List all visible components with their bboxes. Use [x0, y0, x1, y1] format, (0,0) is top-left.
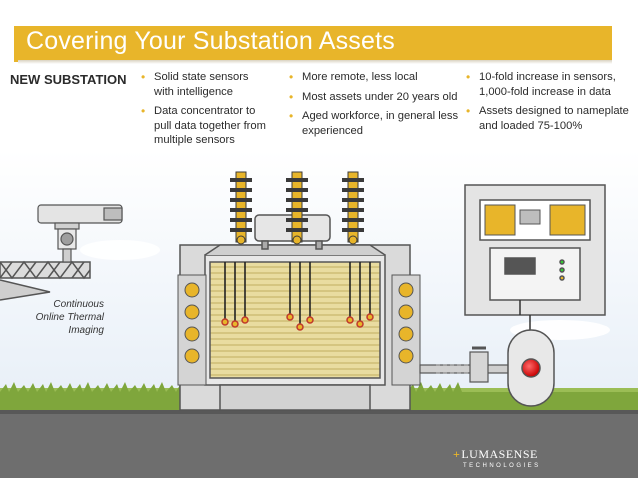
radiator-left [177, 274, 207, 386]
logo-tagline: TECHNOLOGIES [463, 463, 541, 469]
caption-line: Online Thermal [35, 312, 104, 323]
road-edge [0, 410, 638, 414]
transformer [179, 214, 411, 411]
control-cabinet [464, 184, 606, 316]
company-logo: +LUMASENSE TECHNOLOGIES [453, 447, 541, 469]
thermal-camera [37, 204, 123, 263]
sensor-probes [221, 313, 374, 331]
logo-name: LUMASENSE [461, 447, 538, 461]
bullet-item: Data concentrator to pull data together … [141, 104, 271, 148]
bullet-item: Aged workforce, in general less experien… [289, 109, 464, 138]
title-banner-shadow [18, 60, 612, 64]
bushing-3 [342, 171, 364, 245]
title-banner [14, 26, 612, 62]
camera-gantry [0, 260, 91, 301]
bullet-column-3: 10-fold increase in sensors, 1,000-fold … [466, 70, 631, 138]
bushing-1 [230, 171, 252, 245]
bushings [230, 171, 364, 245]
page-title: Covering Your Substation Assets [26, 27, 395, 55]
alarm-indicator [521, 358, 541, 378]
radiator-right [391, 274, 421, 386]
bushing-2 [286, 171, 308, 245]
section-label: NEW SUBSTATION [10, 72, 127, 87]
bullet-item: Solid state sensors with intelligence [141, 70, 271, 99]
bullet-column-1: Solid state sensors with intelligence Da… [141, 70, 271, 153]
road [0, 410, 638, 478]
bullet-item: 10-fold increase in sensors, 1,000-fold … [466, 70, 631, 99]
camera-caption: Continuous Online Thermal Imaging [14, 298, 104, 337]
plus-icon: + [453, 447, 461, 461]
bullet-item: More remote, less local [289, 70, 464, 85]
bullet-item: Most assets under 20 years old [289, 90, 464, 105]
caption-line: Continuous [53, 299, 104, 310]
sensor-cables [224, 262, 371, 325]
bullet-column-2: More remote, less local Most assets unde… [289, 70, 464, 143]
oil-tank [507, 315, 555, 407]
bullet-item: Assets designed to nameplate and loaded … [466, 104, 631, 133]
caption-line: Imaging [68, 325, 104, 336]
